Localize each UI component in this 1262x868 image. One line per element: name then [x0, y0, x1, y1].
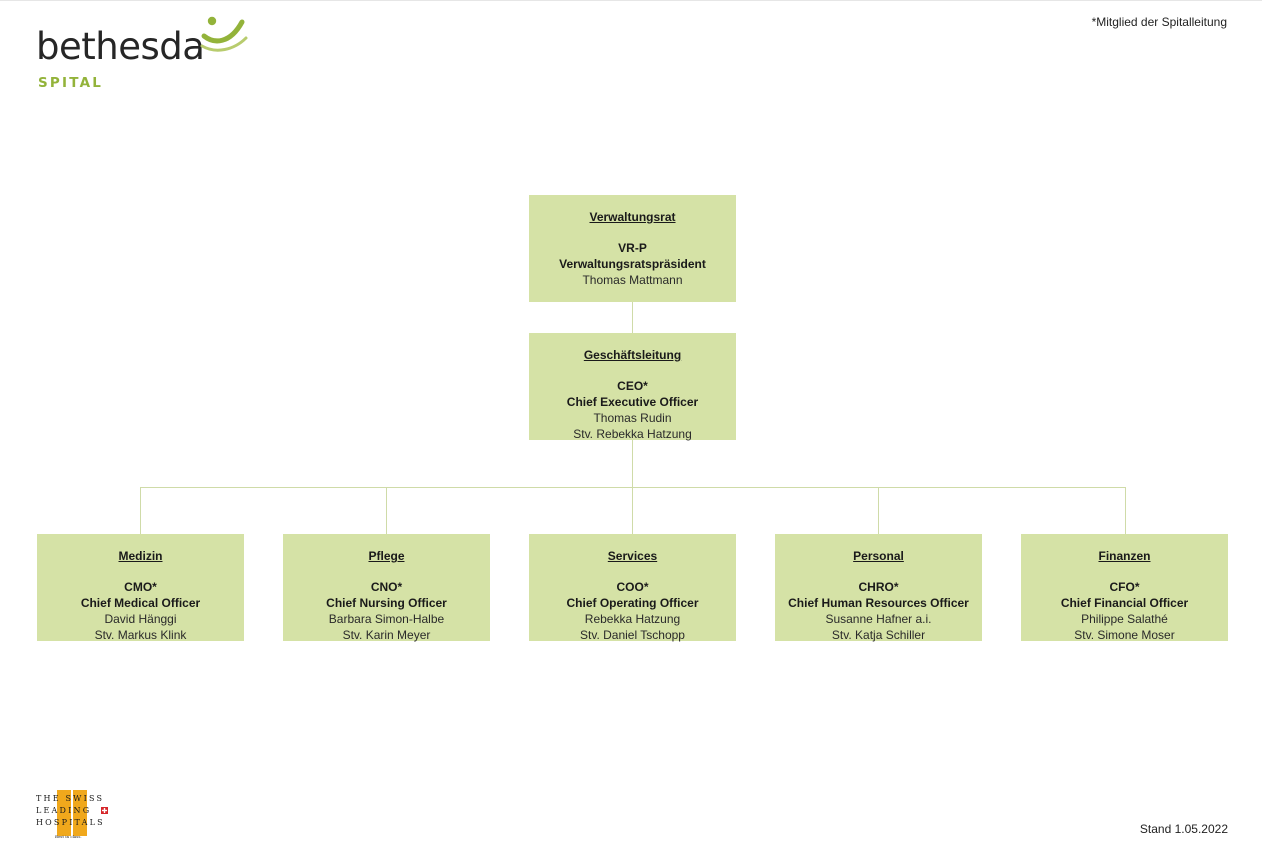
box-person: David Hänggi	[104, 612, 177, 626]
department-box-services: Services COO* Chief Operating Officer Re…	[529, 534, 736, 642]
box-role: Verwaltungsratspräsident	[559, 257, 706, 271]
box-role: Chief Human Resources Officer	[788, 596, 969, 610]
box-title: Geschäftsleitung	[583, 348, 682, 362]
box-abbr: CEO*	[617, 379, 648, 393]
top-border	[0, 0, 1262, 1]
logo-subtitle: SPITAL	[38, 75, 104, 91]
slh-tagline: Best in class.	[55, 834, 82, 839]
box-abbr: CNO*	[370, 580, 403, 594]
box-person: Rebekka Hatzung	[584, 612, 681, 626]
department-box-pflege: Pflege CNO* Chief Nursing Officer Barbar…	[283, 534, 490, 642]
slh-line-2: LEADING	[36, 806, 92, 815]
department-box-personal: Personal CHRO* Chief Human Resources Off…	[775, 534, 982, 642]
box-role: Chief Nursing Officer	[326, 596, 447, 610]
connector-drop-medizin	[140, 487, 141, 534]
connector-board-management	[632, 302, 633, 333]
box-abbr: CFO*	[1109, 580, 1140, 594]
box-role: Chief Executive Officer	[566, 395, 699, 409]
department-box-medizin: Medizin CMO* Chief Medical Officer David…	[37, 534, 244, 642]
box-title: Verwaltungsrat	[589, 210, 676, 224]
management-box: Geschäftsleitung CEO* Chief Executive Of…	[529, 333, 736, 441]
box-title: Medizin	[118, 549, 163, 563]
footnote-legend: *Mitglied der Spitalleitung	[1091, 15, 1227, 29]
board-box: Verwaltungsrat VR-P Verwaltungsratspräsi…	[529, 195, 736, 302]
bethesda-logo: bethesda SPITAL	[36, 14, 266, 94]
connector-drop-finanzen	[1125, 487, 1126, 534]
box-abbr: VR-P	[618, 241, 647, 255]
box-title: Services	[607, 549, 658, 563]
swiss-leading-hospitals-logo: THE SWISS LEADING HOSPITALS Best in clas…	[35, 786, 115, 846]
box-person: Philippe Salathé	[1081, 612, 1168, 626]
box-role: Chief Financial Officer	[1060, 596, 1189, 610]
slh-line-1: THE SWISS	[36, 794, 105, 803]
date-stamp: Stand 1.05.2022	[1139, 822, 1228, 836]
box-person: Barbara Simon-Halbe	[328, 612, 445, 626]
box-title: Finanzen	[1098, 549, 1151, 563]
connector-drop-pflege	[386, 487, 387, 534]
box-deputy: Stv. Rebekka Hatzung	[573, 427, 692, 441]
box-abbr: CHRO*	[858, 580, 899, 594]
slh-line-3: HOSPITALS	[36, 818, 105, 827]
box-deputy: Stv. Markus Klink	[94, 628, 187, 642]
connector-horizontal	[140, 487, 1126, 488]
connector-drop-services	[632, 487, 633, 534]
department-box-finanzen: Finanzen CFO* Chief Financial Officer Ph…	[1021, 534, 1228, 642]
slh-emblem-icon	[57, 790, 108, 836]
connector-drop-personal	[878, 487, 879, 534]
box-deputy: Stv. Simone Moser	[1074, 628, 1175, 642]
box-abbr: COO*	[616, 580, 649, 594]
box-person: Thomas Rudin	[593, 411, 672, 425]
logo-wordmark: bethesda	[36, 25, 205, 68]
box-deputy: Stv. Daniel Tschopp	[580, 628, 685, 642]
box-deputy: Stv. Karin Meyer	[342, 628, 431, 642]
box-deputy: Stv. Katja Schiller	[831, 628, 926, 642]
box-role: Chief Medical Officer	[80, 596, 201, 610]
box-person: Thomas Mattmann	[582, 273, 683, 287]
box-title: Pflege	[368, 549, 405, 563]
box-title: Personal	[853, 549, 904, 563]
box-abbr: CMO*	[124, 580, 157, 594]
box-person: Susanne Hafner a.i.	[825, 612, 932, 626]
connector-management-trunk	[632, 440, 633, 487]
logo-swoosh-icon	[200, 16, 248, 52]
box-role: Chief Operating Officer	[566, 596, 699, 610]
